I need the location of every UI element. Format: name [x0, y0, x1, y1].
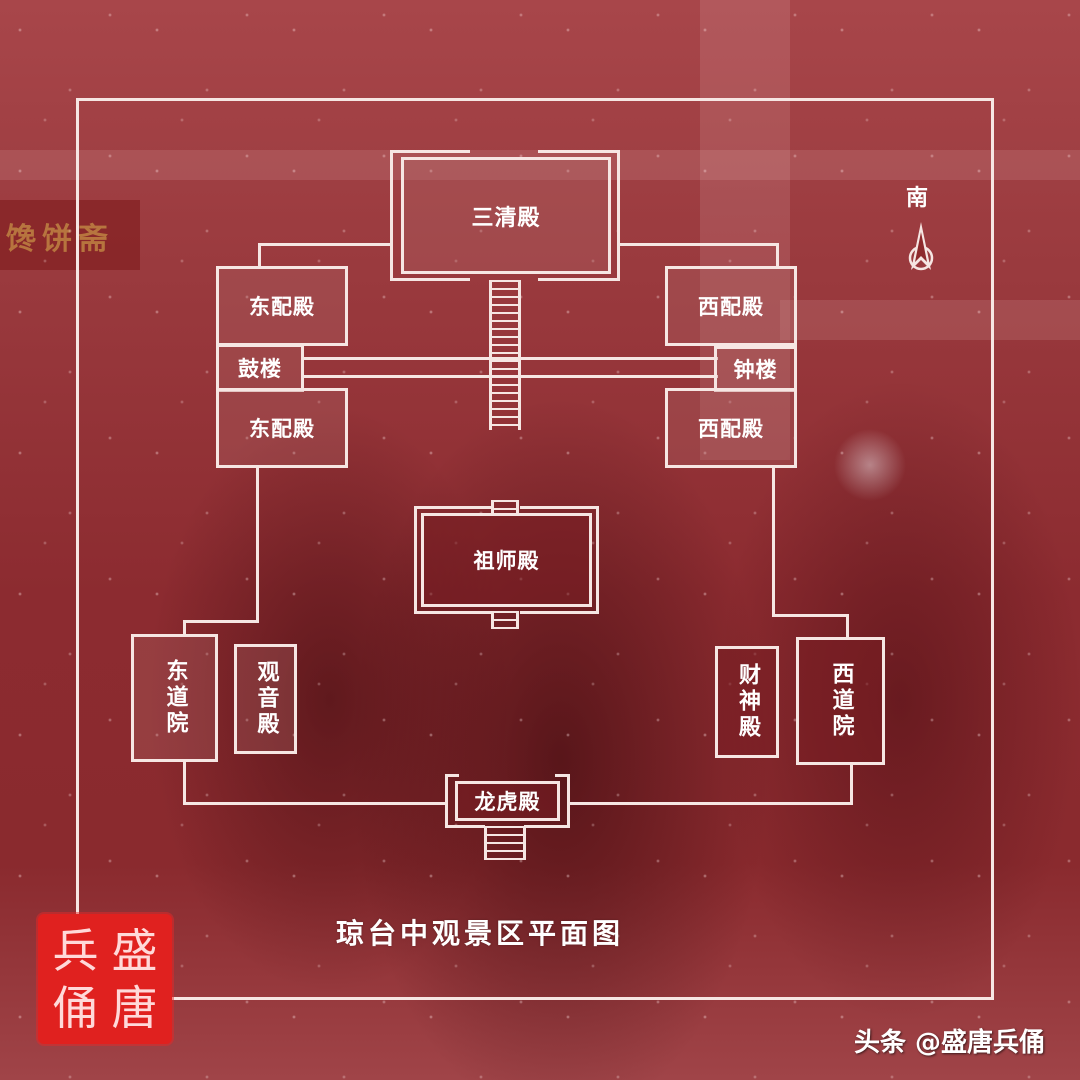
connector-longhu-left: [183, 802, 445, 805]
zushi-outer-left-bottom: [414, 611, 492, 614]
sanqing-outer-right-bottom: [538, 278, 620, 281]
building-guanyin-hall: 观音殿: [234, 644, 297, 754]
connector-dongpei-dongdaoyuan-h: [183, 620, 259, 623]
building-sanqing-hall: 三清殿: [401, 157, 611, 274]
zushi-outer-left: [414, 506, 417, 614]
connector-dongdaoyuan-down: [183, 762, 186, 804]
author-seal: 盛 兵 唐 俑: [38, 914, 172, 1044]
watermark: 头条 @盛唐兵俑: [854, 1028, 1046, 1058]
seal-char: 唐: [111, 980, 158, 1035]
connector-xidaoyuan-down: [850, 762, 853, 804]
building-west-taoist-court: 西道院: [796, 637, 885, 765]
building-east-taoist-court: 东道院: [131, 634, 218, 762]
longhu-outer-right: [567, 774, 570, 828]
sanqing-outer-left-bottom: [390, 278, 470, 281]
connector-xipei-xidaoyuan-h: [772, 614, 848, 617]
map-title: 琼台中观景区平面图: [336, 917, 625, 950]
zushi-outer-right-top: [520, 506, 599, 509]
seal-char: 兵: [52, 923, 99, 978]
sanqing-outer-right-side: [617, 150, 620, 280]
longhu-outer-left-top: [445, 774, 459, 777]
connector-sanqing-dongpei-h: [258, 243, 392, 246]
longhu-outer-left: [445, 774, 448, 828]
building-east-side-hall-upper: 东配殿: [216, 266, 348, 346]
zushi-outer-right-bottom: [520, 611, 599, 614]
longhu-outer-right-top: [555, 774, 570, 777]
stairs-zushi-north: [491, 500, 519, 514]
seal-char: 盛: [111, 923, 158, 978]
building-caishen-hall: 财神殿: [715, 646, 779, 758]
sanqing-outer-right-top: [538, 150, 620, 153]
seal-char: 俑: [52, 980, 99, 1035]
connector-sanqing-xipei-v: [776, 243, 779, 269]
connector-longhu-right: [570, 802, 853, 805]
connector-xidaoyuan-top: [846, 614, 849, 640]
zushi-outer-left-top: [414, 506, 492, 509]
compass-label: 南: [906, 186, 929, 211]
building-longhu-hall: 龙虎殿: [455, 781, 560, 821]
building-west-side-hall-lower: 西配殿: [665, 388, 797, 468]
connector-sanqing-xipei-h: [618, 243, 778, 246]
building-zushi-hall: 祖师殿: [421, 513, 592, 607]
connector-xipei-xidaoyuan-v: [772, 466, 775, 616]
stairs-longhu: [484, 826, 526, 860]
sanqing-outer-left-top: [390, 150, 470, 153]
building-drum-tower: 鼓楼: [216, 344, 304, 392]
connector-dongdaoyuan-top: [183, 620, 186, 636]
north-arrow-icon: [908, 222, 934, 271]
building-east-side-hall-lower: 东配殿: [216, 388, 348, 468]
building-west-side-hall-upper: 西配殿: [665, 266, 797, 346]
longhu-outer-right-bottom: [524, 825, 570, 828]
stairs-sanqing: [489, 280, 521, 430]
sanqing-outer-left-side: [390, 150, 393, 280]
map-frame: [76, 98, 994, 1000]
longhu-outer-left-bottom: [445, 825, 485, 828]
building-bell-tower: 钟楼: [714, 346, 797, 392]
stairs-zushi-south: [491, 611, 519, 629]
connector-sanqing-dongpei-v: [258, 243, 261, 269]
zushi-outer-right: [596, 506, 599, 614]
connector-dongpei-dongdaoyuan-v: [256, 466, 259, 622]
